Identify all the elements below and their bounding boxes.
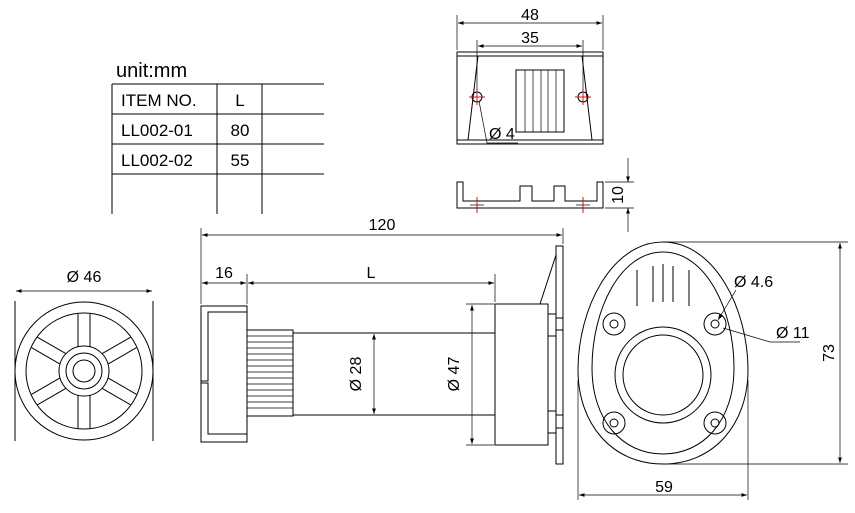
dim-top-width-inner: 35 xyxy=(521,30,539,47)
dim-total-length: 120 xyxy=(369,217,396,234)
base-plate-view: Ø 4.6 Ø 11 73 59 xyxy=(577,241,848,500)
dim-base-width: 59 xyxy=(655,479,673,496)
table-header-l: L xyxy=(235,91,244,110)
dim-shaft-dia: Ø 28 xyxy=(348,357,365,392)
dim-flange-len: 16 xyxy=(215,265,233,282)
table-row-item: LL002-01 xyxy=(121,121,193,140)
side-elevation: 120 16 L Ø 28 Ø 47 xyxy=(200,217,564,465)
dim-hole-dia: Ø 4 xyxy=(489,126,515,143)
dim-var-len: L xyxy=(367,265,376,282)
dim-sleeve-dia: Ø 47 xyxy=(446,357,463,392)
knurl-lines xyxy=(247,335,293,409)
top-view: 48 35 Ø 4 xyxy=(456,7,604,145)
unit-label: unit:mm xyxy=(116,60,187,82)
table-header-item: ITEM NO. xyxy=(121,91,197,110)
dim-side-height: 10 xyxy=(610,186,627,204)
table-row-l: 55 xyxy=(231,151,250,170)
table-row-l: 80 xyxy=(231,121,250,140)
dim-large-hole: Ø 11 xyxy=(776,325,810,342)
dim-small-hole: Ø 4.6 xyxy=(734,274,773,291)
front-view: Ø 46 xyxy=(14,269,154,441)
side-view: 10 xyxy=(456,158,634,232)
spec-table: unit:mm ITEM NO. L LL002-01 80 LL002-02 … xyxy=(111,60,324,214)
dim-top-width-outer: 48 xyxy=(521,7,539,24)
table-row-item: LL002-02 xyxy=(121,151,193,170)
dim-front-dia: Ø 46 xyxy=(67,269,102,286)
dim-base-height: 73 xyxy=(821,344,838,362)
